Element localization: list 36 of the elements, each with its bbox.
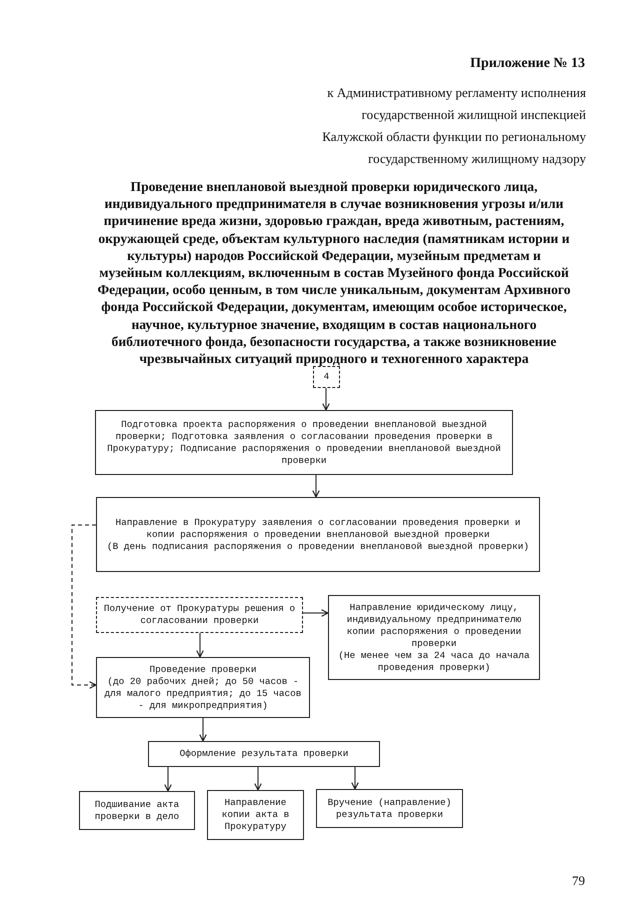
process-box bbox=[207, 790, 304, 840]
process-box bbox=[328, 595, 540, 680]
arrow bbox=[351, 766, 359, 790]
box-text: Вручение (направление) результата проверки bbox=[326, 796, 452, 820]
process-box bbox=[148, 741, 380, 767]
arrow bbox=[254, 766, 262, 791]
box-text: (Не менее чем за 24 часа до начала проведения проверки) bbox=[337, 650, 531, 674]
arrow bbox=[199, 718, 207, 742]
appendix-note: к Административному регламенту исполнения государственной жилищной инспекцией Калужской области функции по региональному государственному жилищному надзору bbox=[321, 84, 586, 168]
box-text: (до 20 рабочих дней; до 50 часов - для малого предприятия; до 15 часов - для микропредприятия) bbox=[104, 676, 302, 712]
box-text: Получение от Прокуратуры решения о согласовании проверки bbox=[102, 603, 296, 627]
box-text: Направление юридическому лицу, индивидуальному предпринимателю копии распоряжения о проведении проверки bbox=[346, 602, 522, 650]
page-number: 79 bbox=[572, 873, 585, 889]
box-text: Подготовка проекта распоряжения о проведении внеплановой выездной проверки; Подготовка заявления о согласовании проведения проверки в Прокуратуру; Подписание распоряжения о проведении внеплановой выездной проверки bbox=[106, 418, 502, 466]
box-text: Направление в Прокуратуру заявления о согласовании проведения проверки и копии распоряжения о проведении внеплановой выездной проверки bbox=[114, 516, 522, 540]
arrow bbox=[196, 632, 204, 658]
box-text: (В день подписания распоряжения о проведении внеплановой выездной проверки) bbox=[107, 540, 529, 552]
process-box bbox=[96, 597, 303, 633]
arrow bbox=[72, 524, 97, 689]
process-box bbox=[96, 657, 310, 718]
arrow bbox=[164, 766, 172, 792]
box-text: Подшивание акта проверки в дело bbox=[94, 798, 180, 822]
box-text: Направление копии акта в Прокуратуру bbox=[220, 797, 290, 833]
arrow bbox=[302, 609, 329, 617]
box-text: Проведение проверки bbox=[150, 664, 256, 676]
process-box bbox=[96, 497, 540, 572]
appendix-heading: Приложение № 13 bbox=[470, 56, 585, 72]
process-box bbox=[313, 366, 340, 388]
process-box bbox=[79, 791, 195, 830]
process-box bbox=[316, 789, 463, 828]
process-box bbox=[95, 410, 513, 475]
diagram-title: Проведение внеплановой выездной проверки юридического лица, индивидуального предпринимателя в случае возникновения угрозы и/или причинение вреда жизни, здоровью граждан, вреда животным, растениям, окружающей среде, объектам культурного наследия (памятникам истории и культуры) народов Российской Федерации, музейным предметам и музейным коллекциям, включенным в состав Музейного фонда Российской Федерации, особо ценным, в том числе уникальным, документам Архивного фонда Российской Федерации, документам, имеющим особое историческое, научное, культурное значение, входящим в состав национального библиотечного фонда, безопасности государства, а также возникновение чрезвычайных ситуаций природного и техногенного характера bbox=[96, 178, 572, 368]
box-text: 4 bbox=[324, 371, 330, 383]
arrow bbox=[322, 388, 330, 411]
box-text: Оформление результата проверки bbox=[180, 748, 348, 760]
arrow bbox=[312, 474, 320, 498]
